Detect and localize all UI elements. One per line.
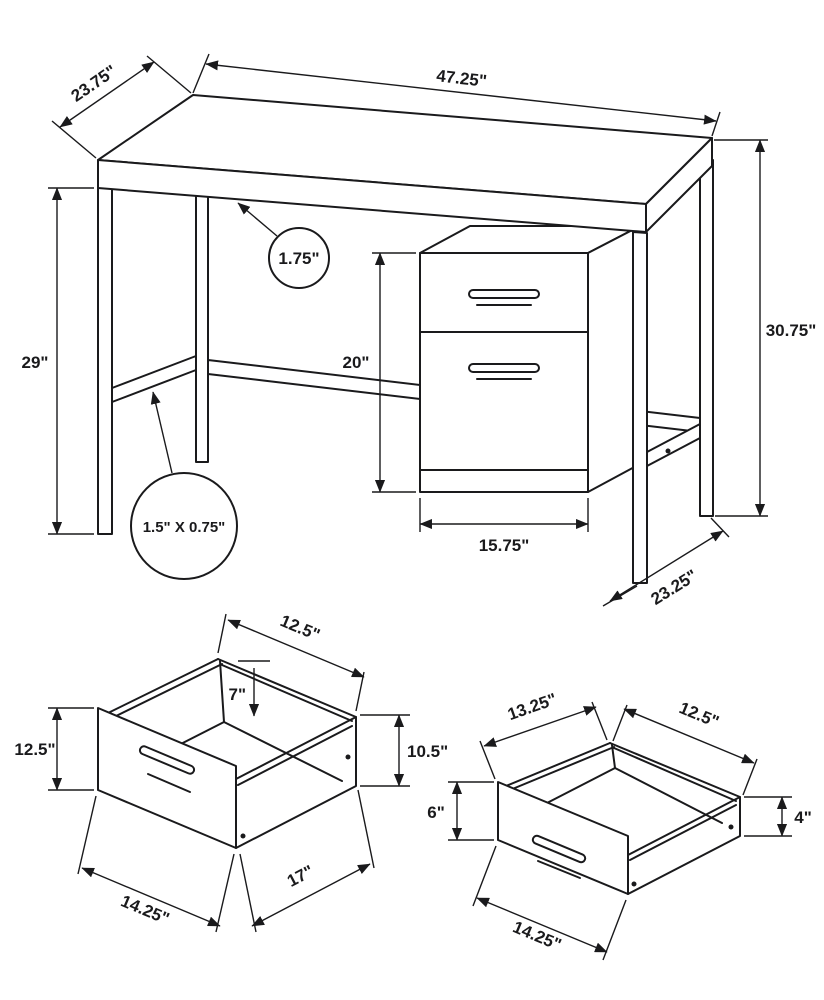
ext-line	[742, 758, 758, 796]
desk-structure	[97, 94, 714, 584]
left-side-top-edge	[505, 742, 611, 787]
drawer-front-panel	[497, 781, 629, 895]
desktop-right-edge	[645, 137, 713, 233]
desk-front-right-leg	[632, 231, 648, 584]
dim-line-side-depth	[483, 706, 597, 747]
dim-small-drawer-side-height-label: 4"	[794, 808, 812, 827]
drawer-handle-shadow	[537, 860, 581, 879]
dim-line-front-width	[476, 897, 608, 953]
dim-desk-left-height-label: 29"	[22, 353, 49, 372]
ext-line	[711, 111, 721, 137]
floor-right-edge	[223, 721, 343, 782]
dim-line-top-width	[205, 60, 717, 125]
ext-line	[215, 853, 235, 933]
ext-line	[357, 789, 375, 869]
large-drawer-structure	[97, 658, 357, 849]
dim-small-drawer-front-height-label: 6"	[427, 803, 445, 822]
ext-line	[239, 853, 257, 933]
dim-small-drawer-side-depth-label: 13.25"	[505, 690, 559, 725]
dim-large-drawer-top-width-label: 12.5"	[277, 611, 322, 644]
dim-line-side-depth	[251, 863, 371, 927]
ext-line	[602, 585, 638, 607]
ext-line	[710, 517, 730, 538]
ext-line	[217, 613, 227, 654]
back-left-inner-corner	[219, 660, 225, 723]
desk-view: 47.25" 23.75" 1.75" 29" 30.75" 2	[22, 53, 817, 609]
desk-screw-dot	[665, 448, 671, 454]
dim-pedestal-height-label: 20"	[343, 353, 370, 372]
ext-line	[602, 899, 627, 961]
dim-large-drawer-side-height-label: 10.5"	[407, 742, 448, 761]
leader-line	[237, 202, 278, 237]
dim-pedestal-width-label: 15.75"	[479, 536, 530, 555]
ext-line	[355, 671, 365, 712]
desk-pedestal	[419, 225, 641, 493]
left-side-top-edge	[105, 658, 219, 715]
dim-desk-top-width-label: 47.25"	[435, 66, 487, 91]
screw-dot	[240, 833, 246, 839]
back-left-inner-corner	[611, 744, 616, 769]
drawer-front-panel	[97, 707, 237, 849]
dim-line-base-depth	[609, 530, 724, 602]
back-top-inner-edge	[613, 747, 737, 802]
ext-line	[51, 120, 97, 159]
drawer-handle	[531, 834, 587, 864]
dim-line-top-width	[623, 708, 755, 764]
desk-dimensions: 47.25" 23.75" 1.75" 29" 30.75" 2	[22, 53, 817, 609]
dim-line-top-width	[227, 619, 365, 678]
left-side-top-inner-edge	[509, 746, 615, 791]
dim-desk-overall-height-label: 30.75"	[766, 321, 817, 340]
drawer-handle	[138, 745, 196, 775]
dim-large-drawer-side-depth-label: 17"	[284, 861, 317, 890]
side-top-inner-edge	[237, 725, 353, 786]
dim-line-front-width	[81, 867, 221, 927]
desk-front-left-leg	[97, 179, 113, 535]
dim-small-drawer-top-width-label: 12.5"	[676, 698, 721, 731]
ext-line	[479, 740, 496, 780]
callout-circle	[268, 227, 330, 289]
leader-line	[150, 391, 173, 474]
ext-line	[192, 53, 210, 94]
back-top-edge	[609, 742, 741, 798]
callout-circle	[130, 472, 238, 580]
large-drawer-view: 12.5" 7" 10.5" 12.5" 14.25" 17"	[14, 611, 448, 933]
ext-line	[612, 704, 628, 742]
drawer-handle-shadow	[147, 773, 191, 793]
dim-desk-top-thickness-label: 1.75"	[278, 249, 319, 268]
dim-large-drawer-inner-height-label: 7"	[228, 685, 246, 704]
screw-dot	[345, 754, 351, 760]
ext-line	[77, 795, 97, 875]
side-top-inner-edge	[629, 804, 737, 861]
small-drawer-structure	[497, 742, 741, 895]
floor-right-edge	[614, 767, 723, 824]
dim-large-drawer-front-width-label: 14.25"	[118, 891, 172, 928]
file-drawer-handle	[468, 363, 540, 373]
desk-right-side-rail	[646, 423, 701, 467]
dim-desk-top-depth-label: 23.75"	[68, 61, 120, 105]
top-drawer-handle	[468, 289, 540, 299]
left-side-top-inner-edge	[109, 663, 223, 720]
screw-dot	[728, 824, 734, 830]
desk-back-right-leg	[699, 159, 714, 517]
ext-line	[472, 845, 497, 907]
screw-dot	[631, 881, 637, 887]
small-drawer-dimensions: 13.25" 12.5" 6" 4" 14.25"	[427, 690, 812, 961]
small-drawer-view: 13.25" 12.5" 6" 4" 14.25"	[427, 690, 812, 961]
dim-large-drawer-front-height-label: 12.5"	[14, 740, 55, 759]
dim-line-top-depth	[59, 61, 155, 128]
dim-tube-size-label: 1.5" X 0.75"	[143, 519, 226, 536]
